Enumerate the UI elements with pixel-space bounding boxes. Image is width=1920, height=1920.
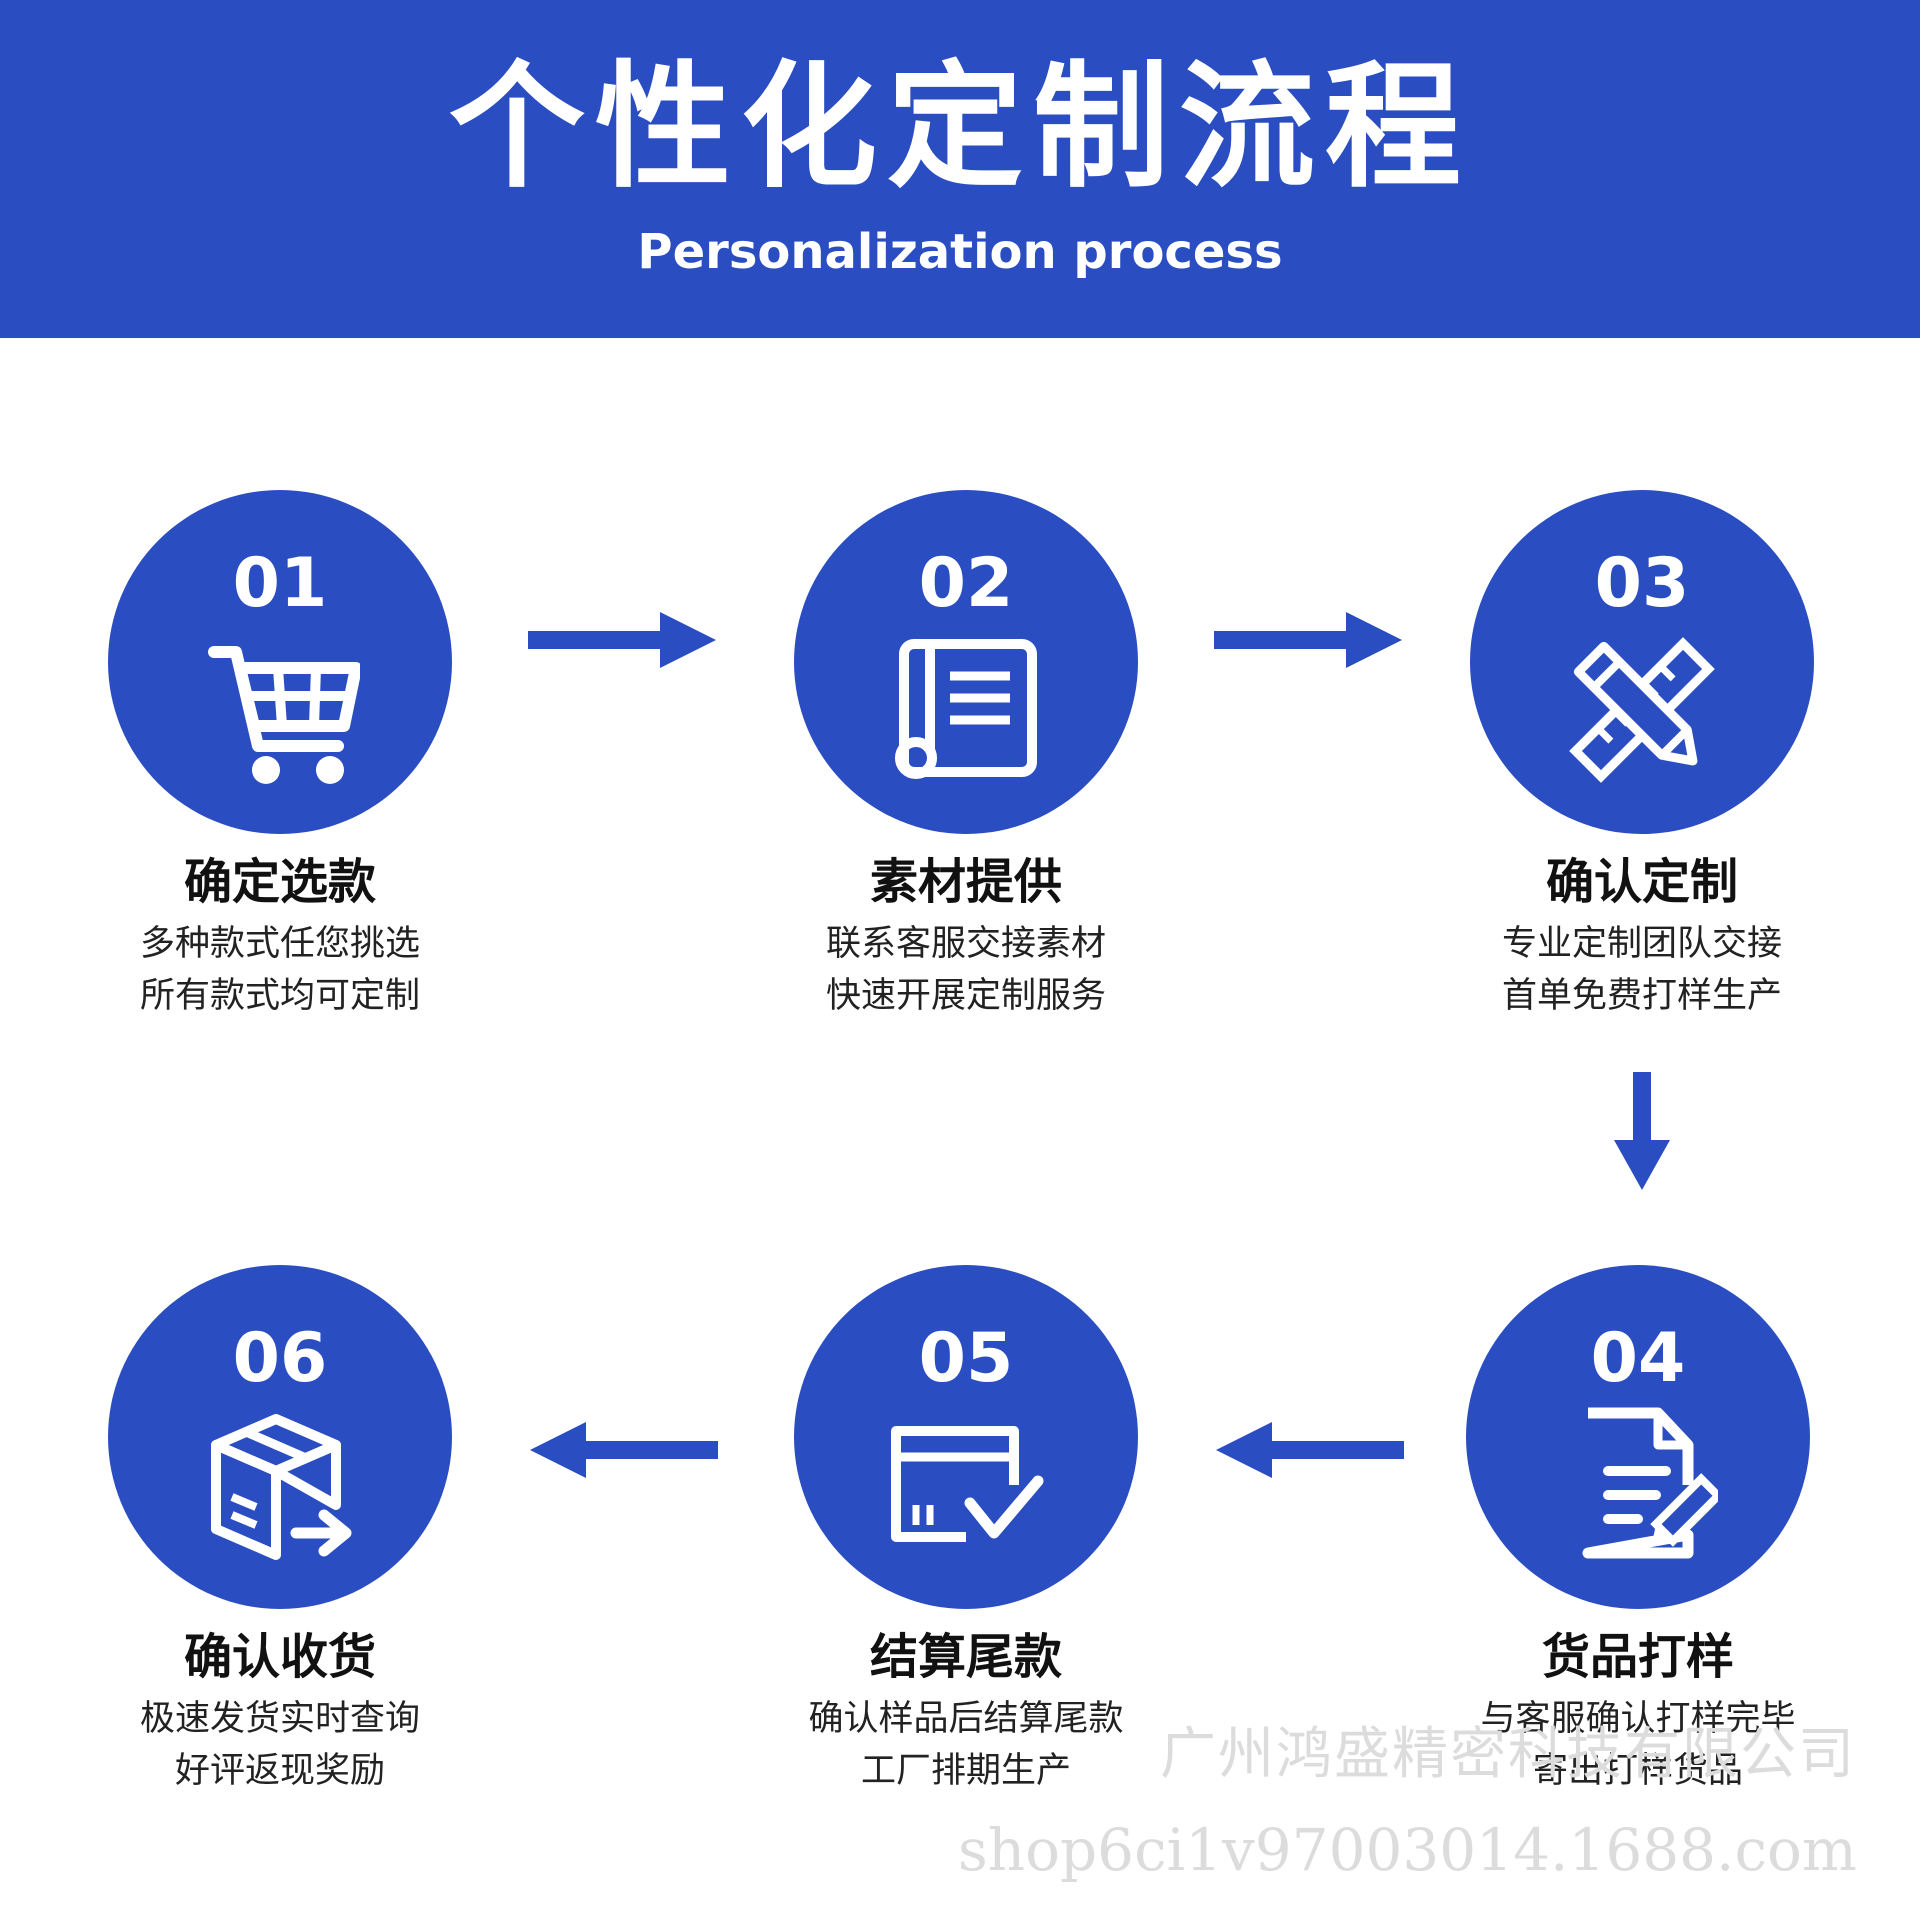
step-title: 素材提供	[869, 854, 1062, 910]
arrow-left-1	[1216, 1422, 1404, 1478]
arrow-right-2	[1214, 612, 1402, 668]
step-desc-line2: 好评返现奖励	[174, 1751, 385, 1791]
step-number: 04	[1590, 1319, 1686, 1398]
step-04-circle: 04	[1466, 1265, 1810, 1609]
page-title: 个性化定制流程	[449, 49, 1471, 207]
step-02-circle: 02	[794, 490, 1138, 834]
card-check-icon	[891, 1426, 1044, 1542]
pencil-ruler-icon	[1569, 637, 1715, 783]
step-title: 货品打样	[1541, 1629, 1734, 1685]
step-title: 确定选款	[183, 854, 376, 910]
step-desc-line2: 工厂排期生产	[860, 1751, 1071, 1791]
step-desc-line2: 快速开展定制服务	[825, 976, 1106, 1016]
header-banner: 个性化定制流程 Personalization process	[0, 0, 1920, 338]
step-desc-line1: 确认样品后结算尾款	[808, 1699, 1124, 1739]
scroll-document-icon	[895, 639, 1037, 779]
arrow-down	[1614, 1072, 1670, 1190]
step-03-circle: 03	[1470, 490, 1814, 834]
arrow-right-1	[528, 612, 716, 668]
step-desc-line1: 专业定制团队交接	[1501, 924, 1782, 964]
step-title: 确认收货	[183, 1629, 376, 1685]
page-subtitle: Personalization process	[637, 224, 1283, 280]
step-number: 02	[918, 544, 1014, 623]
arrow-left-2	[530, 1422, 718, 1478]
step-desc-line2: 首单免费打样生产	[1501, 976, 1782, 1016]
step-06-circle: 06	[108, 1265, 452, 1609]
watermark-shop-url: shop6ci1v97003014.1688.com	[958, 1816, 1857, 1884]
shopping-cart-icon	[208, 646, 360, 784]
step-desc-line1: 多种款式任您挑选	[139, 924, 420, 964]
step-title: 结算尾款	[869, 1629, 1062, 1685]
step-desc-line1: 联系客服交接素材	[825, 924, 1106, 964]
document-edit-icon	[1582, 1407, 1718, 1559]
watermark-company: 广州鸿盛精密科技有限公司	[1160, 1722, 1856, 1787]
step-05-circle: 05	[794, 1265, 1138, 1609]
step-number: 05	[918, 1319, 1014, 1398]
step-01-circle: 01	[108, 490, 452, 834]
step-desc-line2: 所有款式均可定制	[139, 976, 420, 1016]
step-title: 确认定制	[1545, 854, 1738, 910]
package-delivery-icon	[211, 1414, 352, 1560]
step-desc-line1: 极速发货实时查询	[139, 1699, 420, 1739]
step-desc-line1: 与客服确认打样完毕	[1480, 1699, 1796, 1739]
step-number: 01	[232, 544, 328, 623]
step-desc-line2: 寄出打样货品	[1532, 1751, 1743, 1791]
step-number: 03	[1594, 544, 1690, 623]
step-number: 06	[232, 1319, 328, 1398]
